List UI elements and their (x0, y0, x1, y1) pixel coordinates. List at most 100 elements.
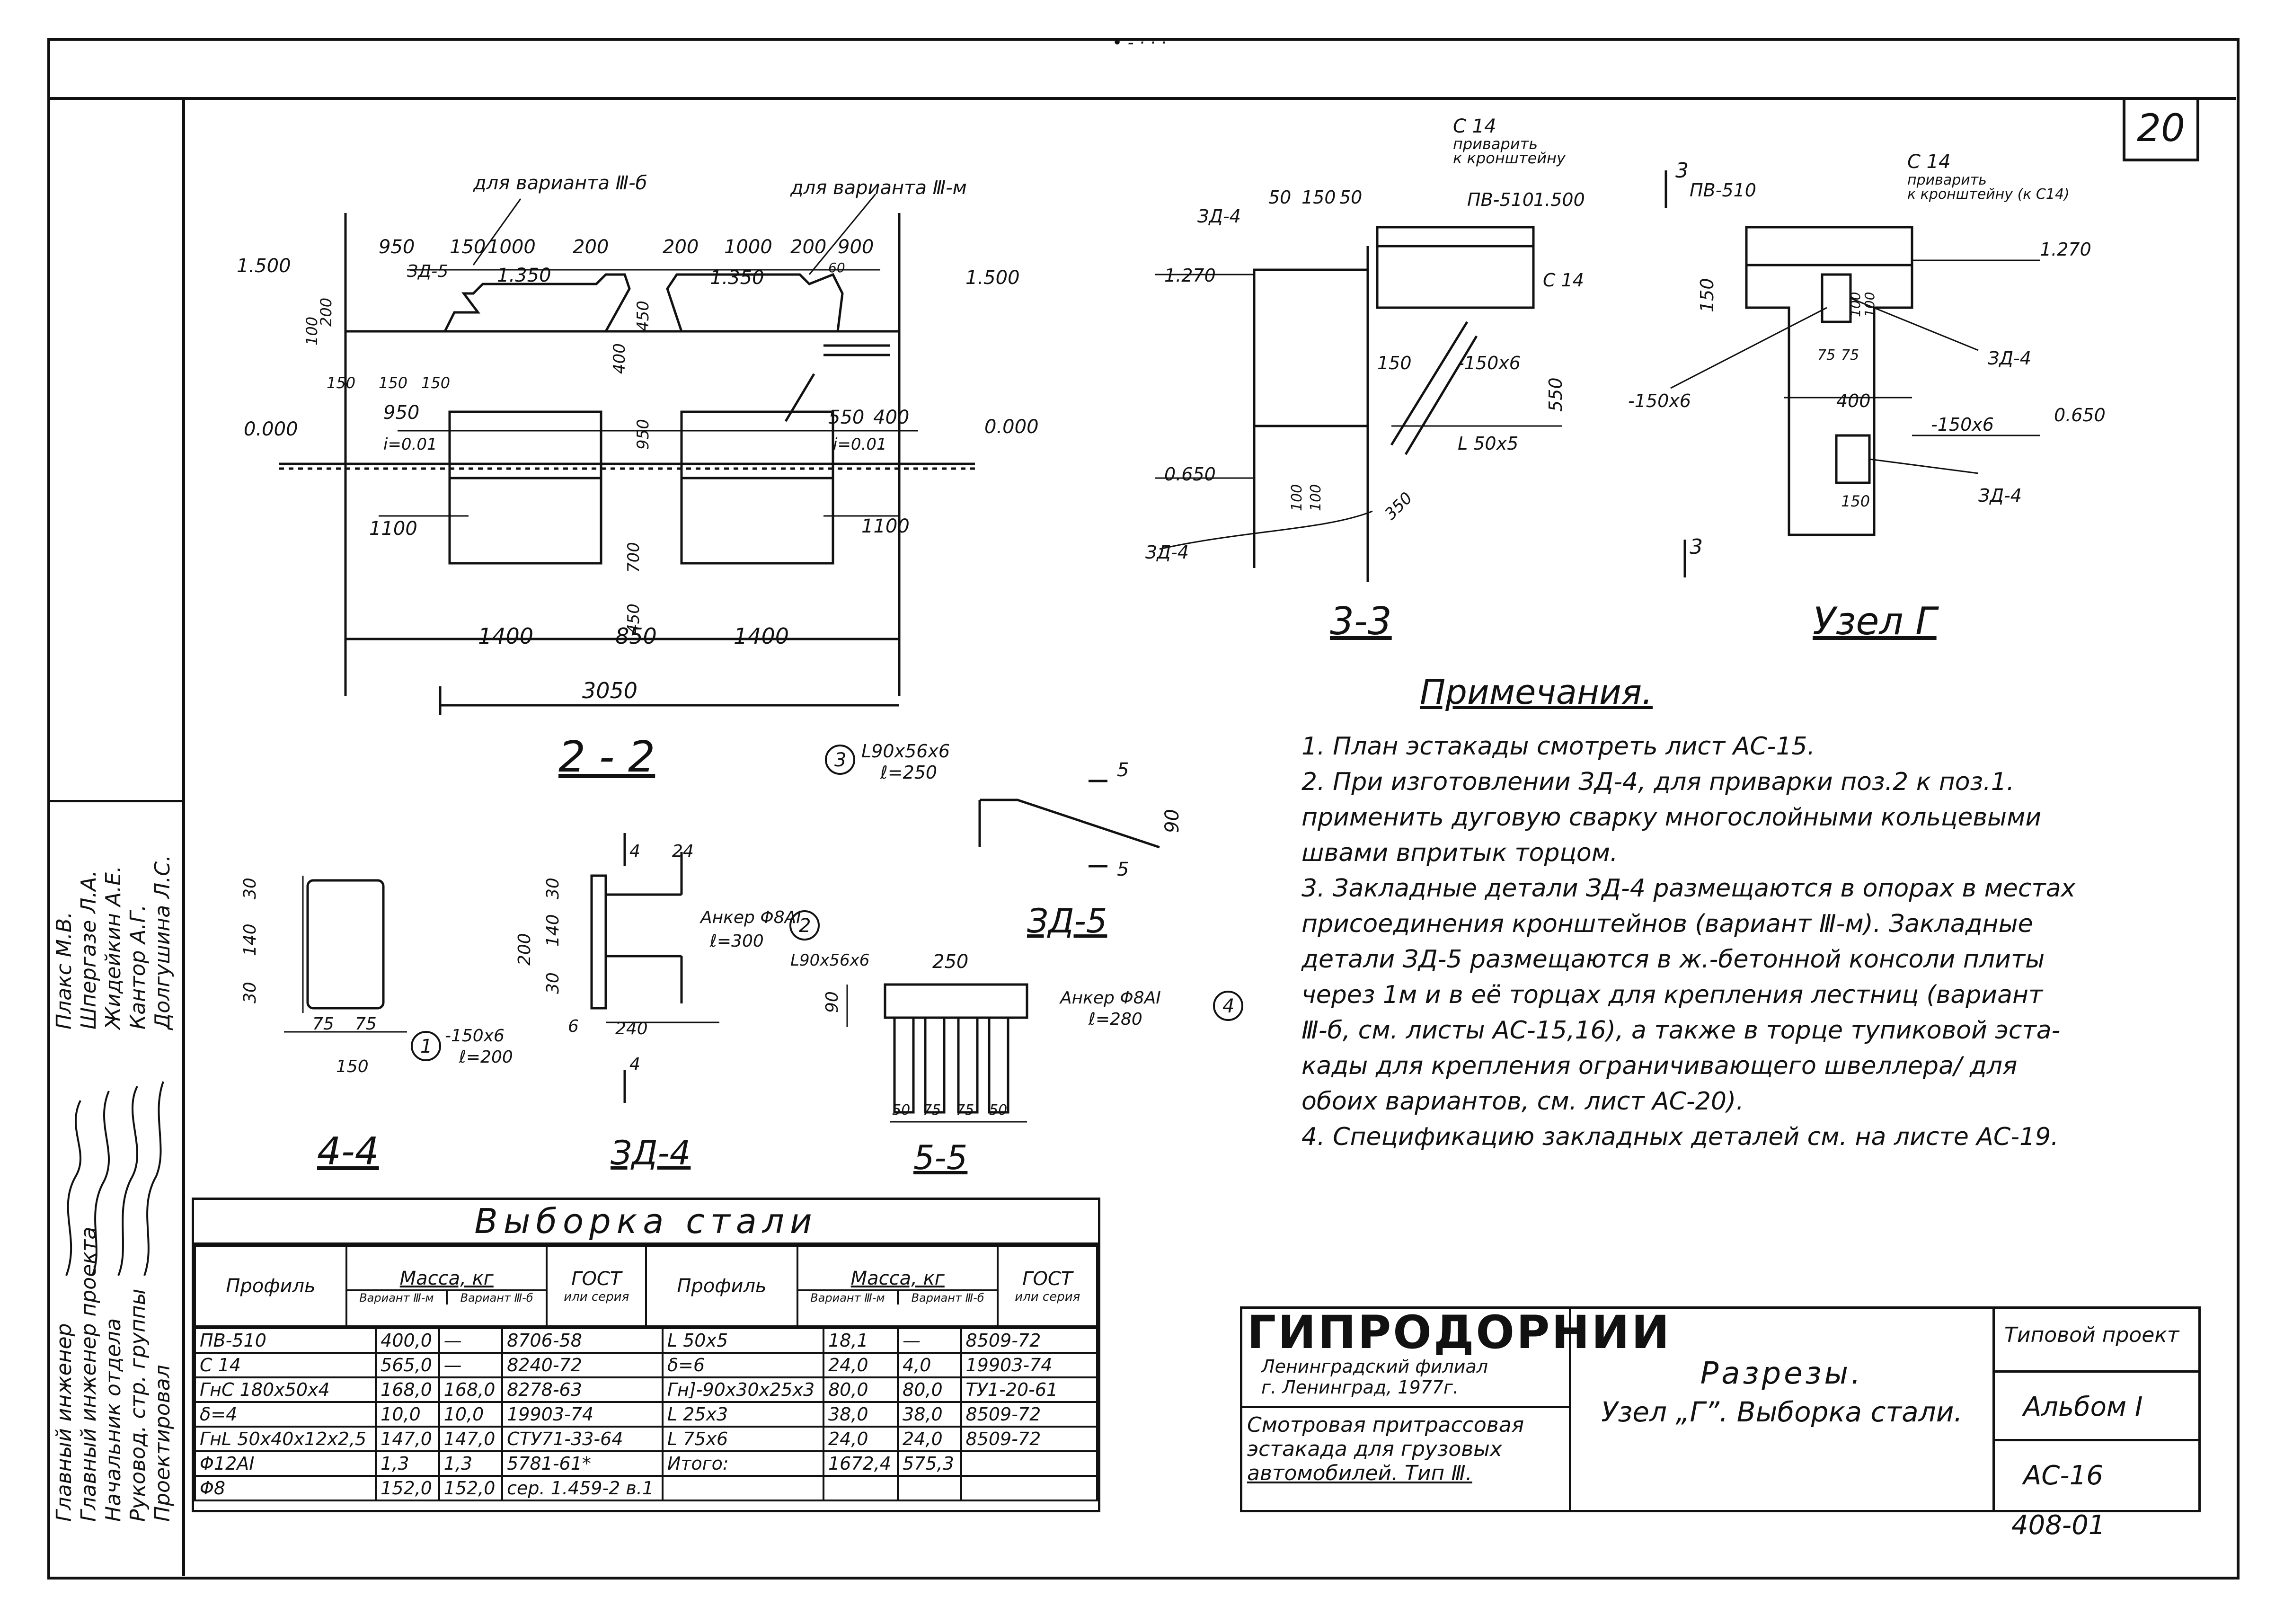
note-line-2: 2. При изготовлении ЗД-4, для приварки п… (1301, 768, 2015, 796)
left-gost-cell: СТУ71-33-64 (501, 1426, 664, 1452)
cut-5-bottom: 5 (1117, 859, 1129, 880)
right-profile-cell: L 50х5 (661, 1327, 824, 1354)
right-profile-cell: Гн]-90х30х25х3 (661, 1376, 824, 1403)
section-4-4-drawing: 30 140 30 75 75 150 4-4 (240, 876, 407, 1173)
left-mass-m-cell: 400,0 (375, 1327, 440, 1354)
note-line-7: детали ЗД-5 размещаются в ж.-бетонной ко… (1301, 945, 2045, 974)
level-1500-right: 1.500 (965, 267, 1020, 289)
name-1: Плакс М.В. (52, 911, 76, 1029)
dim-550: 550 (1545, 377, 1566, 412)
dim-950-top: 950 (379, 236, 415, 258)
dim-50-b: 50 (989, 1102, 1007, 1118)
sheet-code: АС-16 (2023, 1460, 2103, 1491)
dim-100-a: 100 (1848, 292, 1863, 317)
left-profile-cell: ГнС 180х50х4 (194, 1376, 377, 1403)
left-mass-b-cell: 10,0 (438, 1401, 504, 1428)
pos1-text: -150х6 (445, 1026, 505, 1046)
var-m-left: Вариант Ⅲ-м (347, 1291, 448, 1305)
plate-150x6: -150х6 (1458, 353, 1521, 373)
dim-100-b: 100 (1308, 484, 1324, 511)
left-profile-cell: Φ12АI (194, 1450, 377, 1477)
level-0000-right: 0.000 (984, 416, 1039, 438)
dim-550: 550 (828, 407, 864, 428)
plate-150x6-right: -150х6 (1931, 414, 1994, 435)
sheet-number-box: 20 (2123, 97, 2199, 161)
left-profile-cell: ГнL 50х40х12х2,5 (194, 1426, 377, 1452)
dim-200-mid: 200 (663, 236, 699, 258)
code-cell: АС-16 (1995, 1441, 2198, 1510)
right-mass-b-cell: — (897, 1327, 962, 1354)
dim-75-b: 75 (355, 1014, 377, 1034)
node-g-drawing: 3 3 ПВ-510 С 14 приварить к кронштейну (… (1628, 151, 2106, 643)
level-1350-left: 1.350 (497, 265, 551, 286)
right-gost-cell: ТУ1-20-61 (960, 1376, 1098, 1403)
dim-350: 350 (1381, 488, 1416, 524)
note-line-8: через 1м и в её торцах для крепления лес… (1301, 981, 2043, 1009)
dim-150-bottom: 150 (1841, 492, 1870, 510)
right-profile-cell: δ=6 (661, 1352, 824, 1378)
dim-150-b: 150 (1301, 187, 1336, 208)
right-profile-cell: L 75х6 (661, 1426, 824, 1452)
org-cell: ГИПРОДОРНИИ Ленинградский филиал г. Лени… (1242, 1306, 1672, 1408)
dim-950-bottom: 950 (383, 402, 419, 424)
weld-note-1: приварить (1453, 135, 1538, 153)
dim-450-vert: 450 (634, 301, 653, 331)
gost-sub-left: или серия (564, 1290, 629, 1304)
zd4-label: ЗД-4 (611, 1134, 691, 1172)
handwritten-signatures (65, 1081, 164, 1276)
name-4: Кантор А.Г. (126, 904, 150, 1029)
org-name: ГИПРОДОРНИИ (1247, 1306, 1672, 1359)
left-profile-cell: С 14 (194, 1352, 377, 1378)
left-gost-cell: сер. 1.459-2 в.1 (501, 1475, 664, 1501)
dim-90: 90 (823, 991, 842, 1013)
section-5-5-label: 5-5 (913, 1138, 967, 1177)
cut-3-bottom: 3 (1690, 535, 1703, 559)
level-0650: 0.650 (2054, 405, 2106, 426)
dim-75-b: 75 (1841, 347, 1859, 364)
level-0000-left: 0.000 (244, 418, 298, 440)
var-b-left: Вариант Ⅲ-б (460, 1291, 533, 1305)
binding-margin-line (182, 97, 185, 1576)
pos1-number: 1 (420, 1036, 432, 1057)
left-mass-b-cell: — (438, 1327, 504, 1354)
dim-30-b: 30 (543, 972, 563, 994)
note-line-9: Ⅲ-б, см. листы АС-15,16), а также в торц… (1301, 1016, 2061, 1045)
var-m-right: Вариант Ⅲ-м (798, 1291, 899, 1305)
weld-note-2: к кронштейну (к С14) (1907, 186, 2070, 203)
sheet-number: 20 (2137, 106, 2185, 150)
dim-100-a: 100 (1289, 484, 1305, 511)
object-cell: Смотровая притрассовая эстакада для груз… (1242, 1408, 1571, 1510)
col-mass-right: Масса, кг Вариант Ⅲ-м Вариант Ⅲ-б (796, 1245, 999, 1327)
left-profile-cell: δ=4 (194, 1401, 377, 1428)
zd4-bottom: ЗД-4 (1145, 542, 1189, 563)
dim-140: 140 (240, 923, 260, 956)
plate-150x6-left: -150х6 (1628, 390, 1691, 411)
mass-header-left: Масса, кг (347, 1268, 546, 1291)
left-gost-cell: 8278-63 (501, 1376, 664, 1403)
mark-zd5: ЗД-5 (407, 262, 448, 281)
section-2-2-drawing: для варианта Ⅲ-б для варианта Ⅲ-м 1.500 … (237, 172, 1039, 782)
dim-3050: 3050 (582, 678, 637, 703)
right-mass-b-cell: 38,0 (897, 1401, 962, 1428)
series-number: 408-01 (2011, 1510, 2106, 1541)
note-line-6: присоединения кронштейнов (вариант Ⅲ-м).… (1301, 910, 2033, 938)
pos2-number: 2 (799, 915, 811, 937)
left-mass-m-cell: 565,0 (375, 1352, 440, 1378)
dim-1400-left: 1400 (478, 623, 533, 649)
pos4-number: 4 (1222, 995, 1234, 1017)
left-gost-cell: 5781-61* (501, 1450, 664, 1477)
dim-100-b: 100 (1862, 292, 1877, 317)
pv510: ПВ-510 (1690, 180, 1756, 201)
left-mass-m-cell: 10,0 (375, 1401, 440, 1428)
dim-1000-right: 1000 (724, 236, 772, 258)
dim-150: 150 (1697, 278, 1718, 312)
project-type: Типовой проект (2004, 1323, 2179, 1347)
role-4: Руковод. стр. группы (126, 1288, 150, 1522)
var-b-right: Вариант Ⅲ-б (911, 1291, 984, 1305)
dim-75-a: 75 (1817, 347, 1835, 364)
section-3-3-label: 3-3 (1330, 599, 1392, 643)
dim-150: 150 (1377, 353, 1412, 373)
